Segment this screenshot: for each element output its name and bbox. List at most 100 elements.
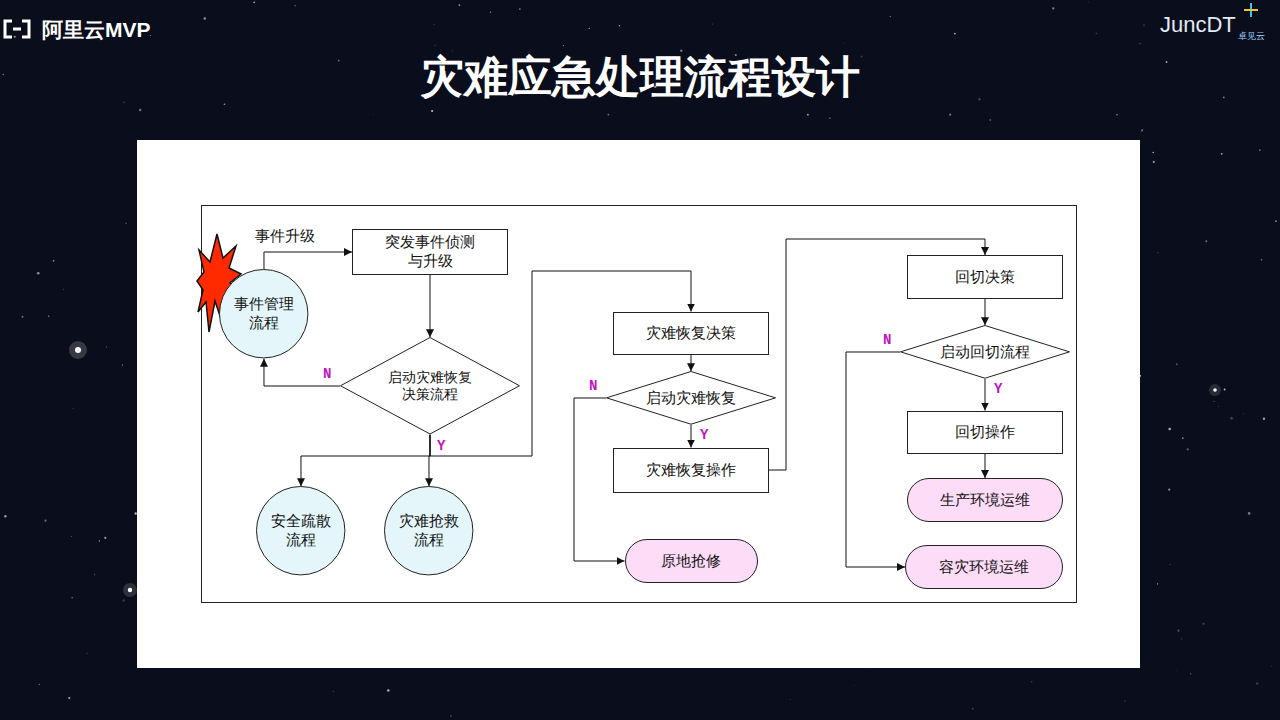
star (1052, 7, 1054, 9)
star (1175, 670, 1177, 672)
star (1116, 114, 1118, 116)
star (1242, 413, 1244, 415)
star (71, 597, 72, 598)
diamond-outline (901, 326, 1070, 379)
star (619, 25, 620, 26)
star (843, 42, 845, 44)
star (431, 110, 433, 112)
star (372, 114, 374, 116)
connector (985, 454, 986, 479)
node-label: 事件管理 流程 (229, 295, 299, 333)
star (1169, 564, 1170, 565)
star (490, 12, 491, 13)
star (1217, 406, 1219, 408)
star (1153, 161, 1155, 163)
star (1143, 24, 1144, 25)
node-label: 灾难恢复决策 (646, 324, 736, 343)
node-outline (340, 337, 520, 435)
star (39, 684, 40, 685)
star (99, 540, 100, 541)
star (1221, 153, 1223, 155)
node-text-group: 事件管理 流程 (229, 295, 299, 333)
process-box: 灾难恢复操作 (613, 448, 769, 493)
star (1168, 428, 1171, 431)
star (1202, 623, 1204, 625)
star (861, 56, 863, 58)
diamond-outline (607, 372, 776, 425)
star (1230, 417, 1233, 420)
star (68, 697, 70, 699)
star-glow (69, 341, 87, 359)
process-circle: 灾难抢救 流程 (384, 486, 473, 575)
node-outline (219, 269, 308, 358)
node-outline (256, 486, 345, 575)
star (1141, 130, 1143, 132)
star (435, 45, 436, 46)
star (338, 60, 340, 62)
node-text-group: 安全疏散 流程 (266, 512, 336, 550)
star (1261, 259, 1262, 260)
star (1205, 240, 1207, 242)
star (1166, 61, 1168, 63)
node-text-group: 启动回切流程 (940, 343, 1030, 362)
node-label: 安全疏散 流程 (266, 512, 336, 550)
star (104, 537, 106, 539)
star (1224, 389, 1226, 391)
branch-label: Y (436, 438, 446, 454)
star (1157, 252, 1158, 253)
process-box: 灾难恢复决策 (613, 312, 769, 355)
branch-label: Y (699, 427, 709, 443)
star (1152, 152, 1154, 154)
star-glow (1209, 384, 1221, 396)
decision-diamond: 启动灾难恢复 (606, 371, 776, 425)
star (680, 50, 682, 52)
star (1157, 583, 1158, 584)
star (807, 114, 809, 116)
star (86, 652, 88, 654)
star (563, 45, 564, 46)
node-label: 生产环境运维 (940, 491, 1030, 510)
star (1270, 665, 1272, 667)
node-text-group: 启动灾难恢复 (646, 389, 736, 408)
branch-label: Y (993, 381, 1003, 397)
star (1124, 700, 1125, 701)
circle-outline (220, 270, 308, 358)
star (125, 222, 126, 223)
branch-label: N (588, 378, 598, 394)
star (712, 23, 713, 24)
star (607, 114, 609, 116)
star-glow (123, 583, 137, 597)
terminal-box: 容灾环境运维 (905, 545, 1063, 589)
logo-icon (5, 21, 29, 37)
process-circle: 事件管理 流程 (219, 269, 308, 358)
connector (985, 379, 986, 411)
node-text-group: 灾难抢救 流程 (394, 512, 464, 550)
node-text-group: 原地抢修 (661, 552, 721, 571)
connector (430, 275, 431, 338)
branch-label: N (882, 332, 892, 348)
node-label: 启动灾难恢复 决策流程 (380, 369, 480, 404)
node-text-group: 灾难恢复操作 (646, 461, 736, 480)
star (4, 515, 7, 518)
star (1096, 33, 1097, 34)
connector (691, 425, 692, 448)
node-text-group: 生产环境运维 (940, 491, 1030, 510)
node-text-group: 灾难恢复决策 (646, 324, 736, 343)
star (94, 574, 95, 575)
star (1181, 638, 1182, 639)
star-field (3, 1, 1277, 716)
star (123, 102, 125, 104)
star (333, 691, 334, 692)
star (434, 24, 435, 25)
star (829, 118, 830, 119)
star (22, 316, 24, 318)
node-label: 灾难抢救 流程 (394, 512, 464, 550)
star (1168, 489, 1170, 491)
title: 灾难应急处理流程设计 (0, 48, 1280, 107)
star (1256, 682, 1259, 685)
star (1139, 43, 1140, 44)
diagram-frame (202, 206, 1077, 603)
star (294, 5, 295, 6)
